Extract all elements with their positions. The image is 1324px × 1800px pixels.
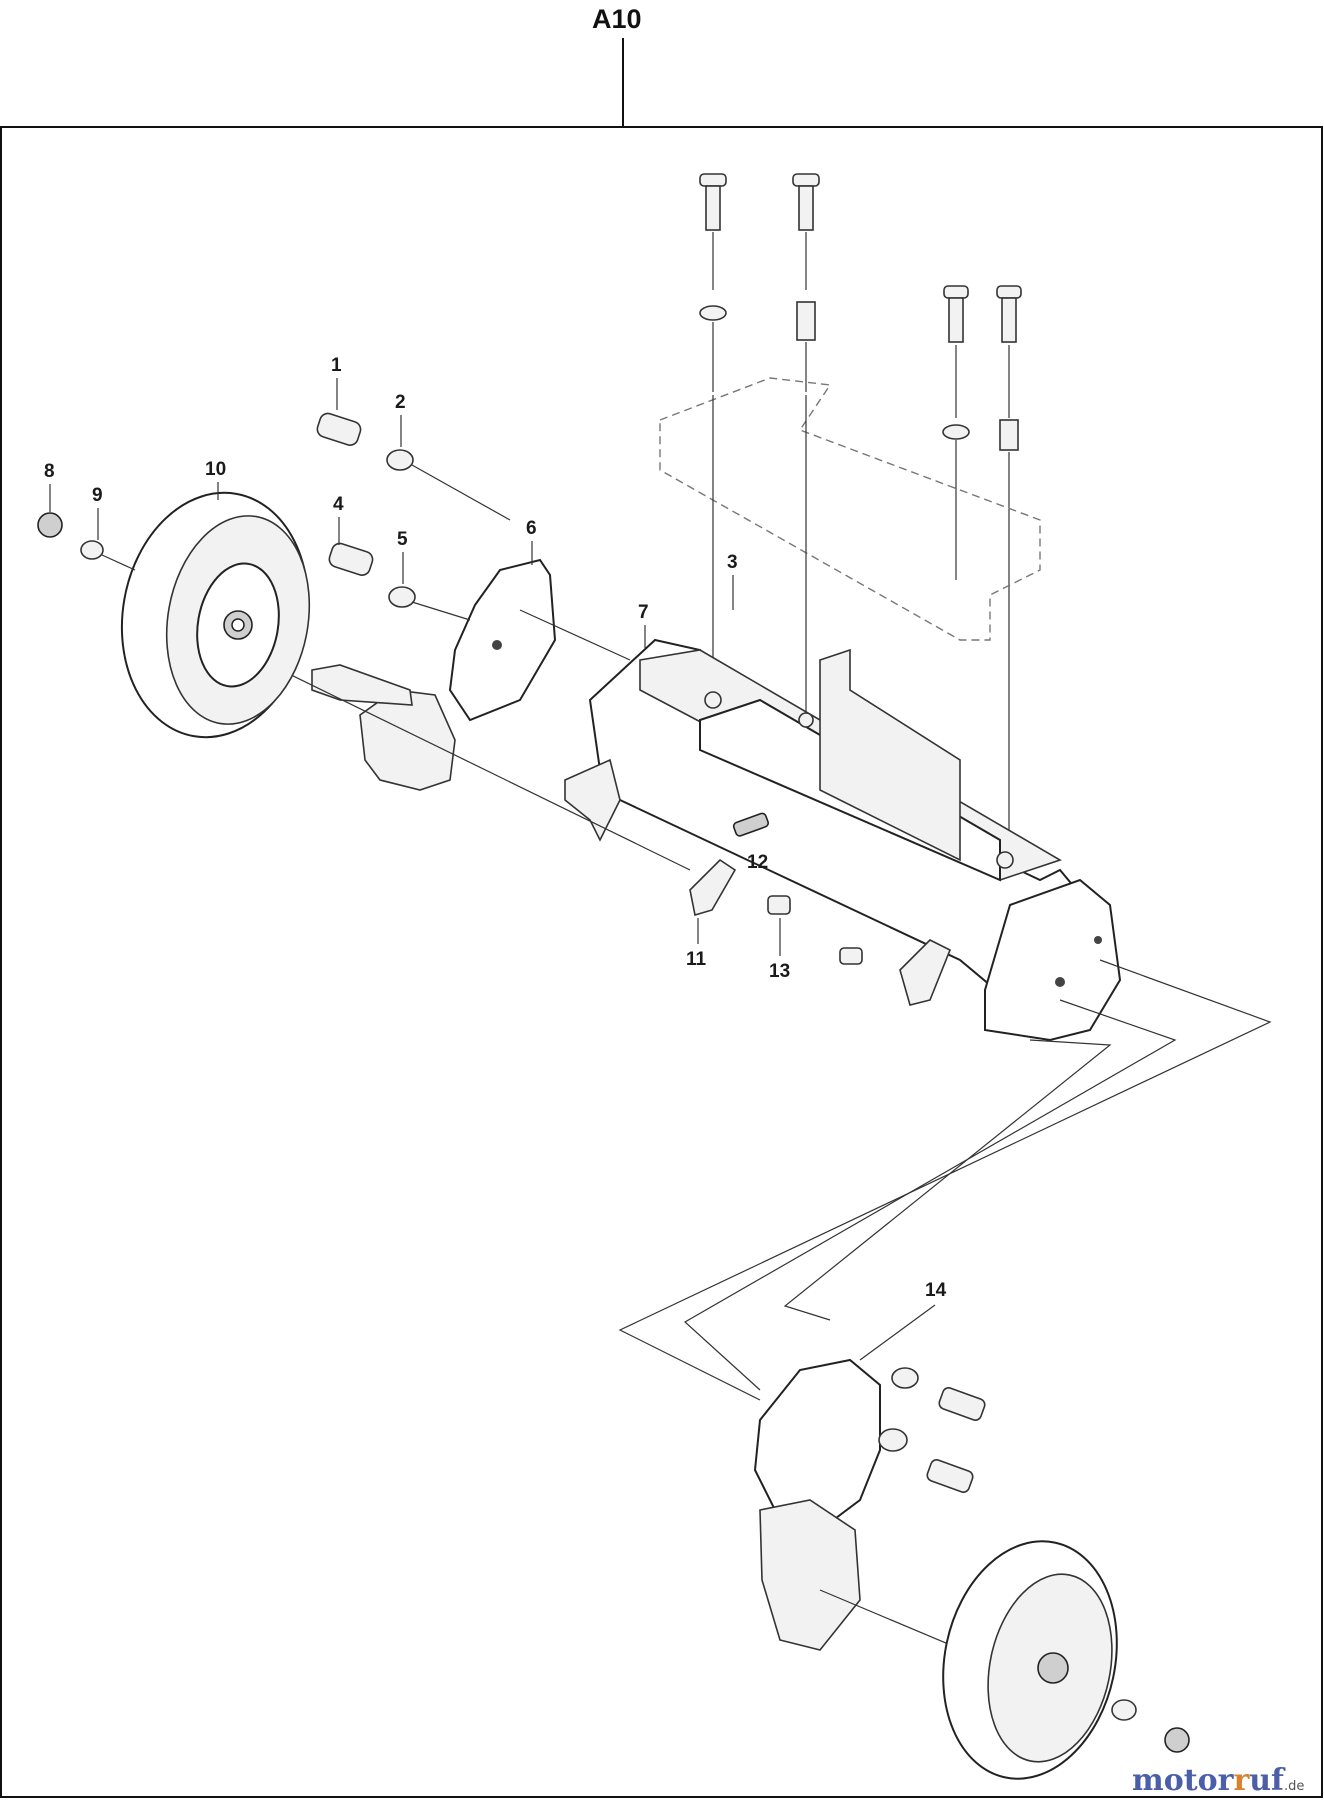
lever-spring-assembly [689, 812, 952, 1006]
bolt-4 [328, 542, 374, 576]
diagram-frame [0, 126, 1323, 1798]
callout-labels: 1 2 3 4 5 6 7 8 9 10 11 12 13 14 [44, 355, 947, 1361]
bolt-top-d [996, 285, 1022, 860]
fasteners-left [37, 412, 631, 661]
callout-2: 2 [395, 392, 406, 413]
nut-8 [37, 512, 63, 538]
callout-12: 12 [747, 852, 768, 873]
adjust-plate-14 [753, 1358, 881, 1532]
lower-adjust-assembly [753, 1358, 1190, 1780]
diagram-title: A10 [592, 4, 642, 34]
washer-5 [388, 586, 416, 608]
callout-6: 6 [526, 518, 537, 539]
axle-housing-7 [564, 638, 1122, 1042]
washer-9 [80, 540, 104, 560]
callout-3: 3 [727, 552, 738, 573]
lever-11 [689, 858, 737, 917]
callout-7: 7 [638, 602, 649, 623]
spring-12 [732, 812, 769, 837]
callout-10: 10 [205, 459, 226, 480]
callout-11: 11 [686, 949, 707, 970]
connection-leader [618, 959, 1272, 1401]
wheel-10 [120, 491, 311, 739]
washer-2 [386, 449, 414, 471]
svg-text:motorruf.de: motorruf.de [1132, 1763, 1304, 1798]
motoruf-watermark-logo: motorruf.de [1132, 1763, 1304, 1798]
bolt-top-b [792, 173, 820, 392]
bolt-top-c [942, 285, 970, 580]
callout-5: 5 [397, 529, 408, 550]
wheel-axle-left [239, 649, 691, 871]
mounting-plate-outline [659, 377, 1041, 641]
callout-4: 4 [333, 494, 344, 515]
bolt-top-a [699, 173, 727, 392]
callout-9: 9 [92, 485, 103, 506]
callout-14: 14 [925, 1280, 947, 1301]
callout-8: 8 [44, 461, 55, 482]
bolt-13 [767, 895, 791, 915]
callout-13: 13 [769, 961, 790, 982]
height-adjust-plate-6 [359, 558, 557, 791]
callout-1: 1 [331, 355, 342, 376]
bolt-1 [316, 412, 362, 446]
